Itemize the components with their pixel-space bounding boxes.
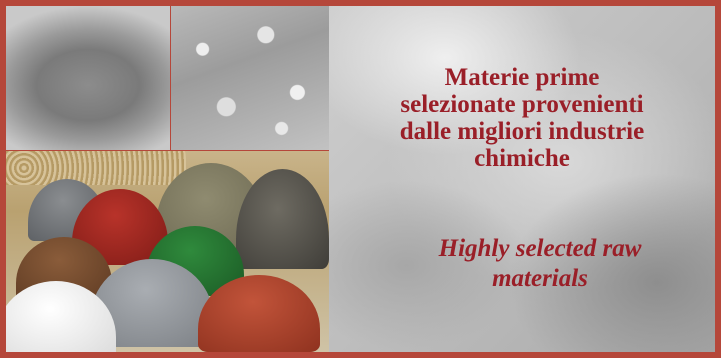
grey-powder-photo <box>6 6 170 150</box>
italian-line-4: chimiche <box>474 145 570 172</box>
italian-headline: Materie prime selezionate provenienti da… <box>329 64 715 172</box>
text-panel: Materie prime selezionate provenienti da… <box>329 6 715 352</box>
rust-pile <box>198 275 320 352</box>
english-line-2: materials <box>492 265 588 292</box>
granular-texture-photo <box>171 6 329 150</box>
italian-line-3: dalle migliori industrie <box>399 118 645 145</box>
english-line-1: Highly selected raw <box>438 235 642 262</box>
italian-line-2: selezionate provenienti <box>400 91 644 118</box>
colored-powders-photo <box>6 151 329 352</box>
gravel-pile <box>6 151 186 185</box>
english-headline: Highly selected raw materials <box>347 234 721 294</box>
italian-line-1: Materie prime <box>444 64 600 91</box>
